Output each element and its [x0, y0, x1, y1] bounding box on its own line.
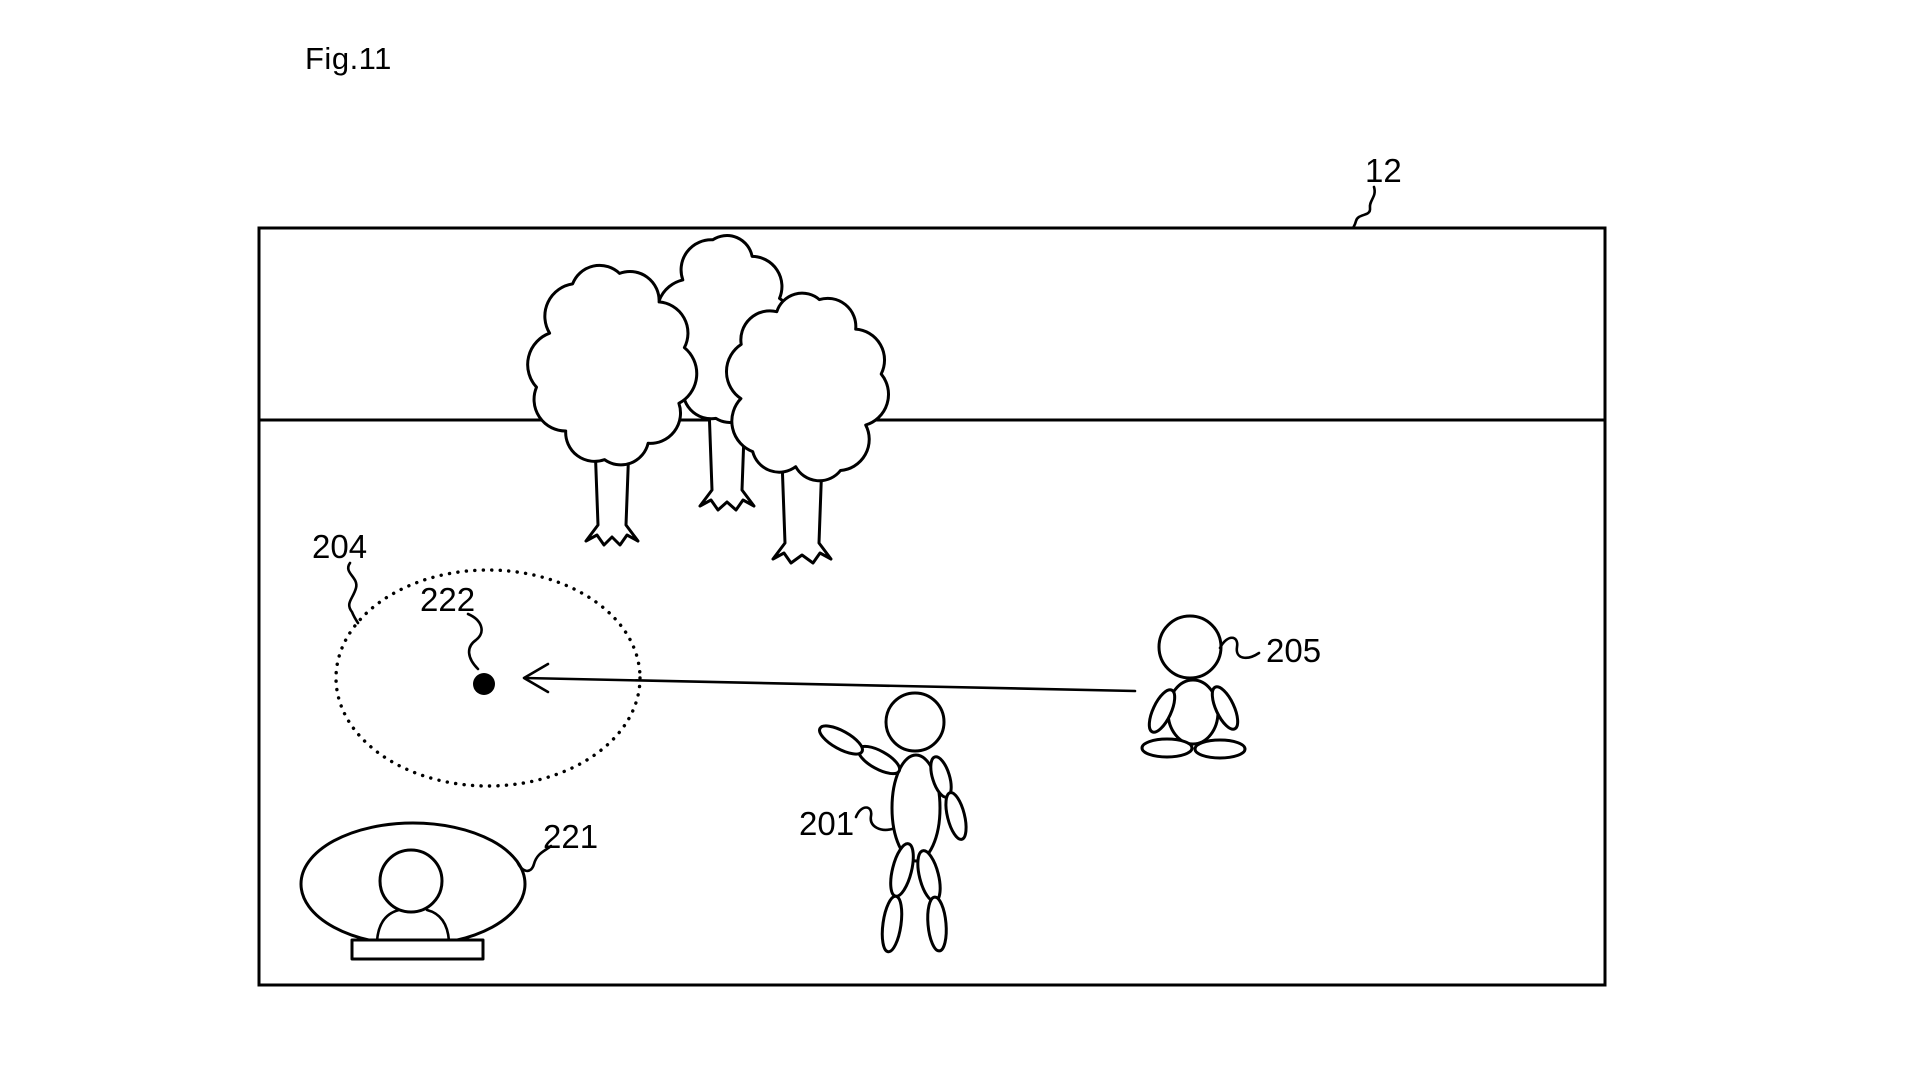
reference-leaders — [347, 185, 1376, 873]
figure-right-thigh — [916, 849, 942, 903]
figure-torso — [890, 753, 942, 863]
point-marker-dot — [473, 673, 495, 695]
dome-label: 221 — [543, 818, 598, 855]
character-body — [1166, 678, 1220, 746]
screen-frame — [257, 226, 1607, 987]
tree-canopy — [724, 291, 890, 483]
dotted-region-ellipse — [334, 568, 642, 788]
character-left-arm — [1147, 688, 1177, 734]
point-label: 222 — [420, 581, 475, 618]
region-leader-squiggle — [347, 561, 360, 625]
figure-left-calf — [880, 894, 904, 954]
figure-left-forearm — [818, 724, 864, 756]
figure-head — [884, 691, 946, 753]
person-leader-squiggle — [854, 806, 894, 832]
dome-person-head — [378, 848, 444, 914]
dome-base — [350, 938, 485, 961]
tree-trunk — [771, 458, 833, 565]
small-character-figure — [1140, 614, 1247, 760]
character-right-arm — [1210, 685, 1240, 731]
character-right-foot — [1193, 738, 1247, 760]
screen-leader-squiggle — [1351, 185, 1376, 230]
tree-trunk — [584, 442, 640, 547]
reference-labels: 12 204 222 201 205 221 — [312, 152, 1402, 855]
point-leader-squiggle — [466, 612, 483, 671]
arrow-shaft — [523, 676, 1137, 693]
character-left-foot — [1140, 737, 1194, 759]
tree-canopy — [526, 263, 699, 467]
figure-left-thigh — [889, 842, 915, 898]
region-label: 204 — [312, 528, 367, 565]
direction-arrow — [522, 662, 1137, 694]
tree-group — [526, 234, 890, 565]
person-label: 201 — [799, 805, 854, 842]
dome-person-left-shoulder — [375, 908, 401, 943]
figure-title: Fig.11 — [305, 41, 392, 76]
character-head — [1157, 614, 1223, 680]
stick-figure-avatar — [818, 691, 968, 954]
screen-label: 12 — [1365, 152, 1402, 189]
arrow-head — [522, 662, 550, 694]
dome-leader-squiggle — [515, 844, 553, 873]
character-leader-squiggle — [1218, 636, 1261, 660]
dome-figure — [299, 821, 527, 961]
character-label: 205 — [1266, 632, 1321, 669]
figure-right-calf — [926, 895, 948, 953]
dome-person-right-shoulder — [425, 908, 451, 943]
figure-right-forearm — [944, 791, 968, 841]
